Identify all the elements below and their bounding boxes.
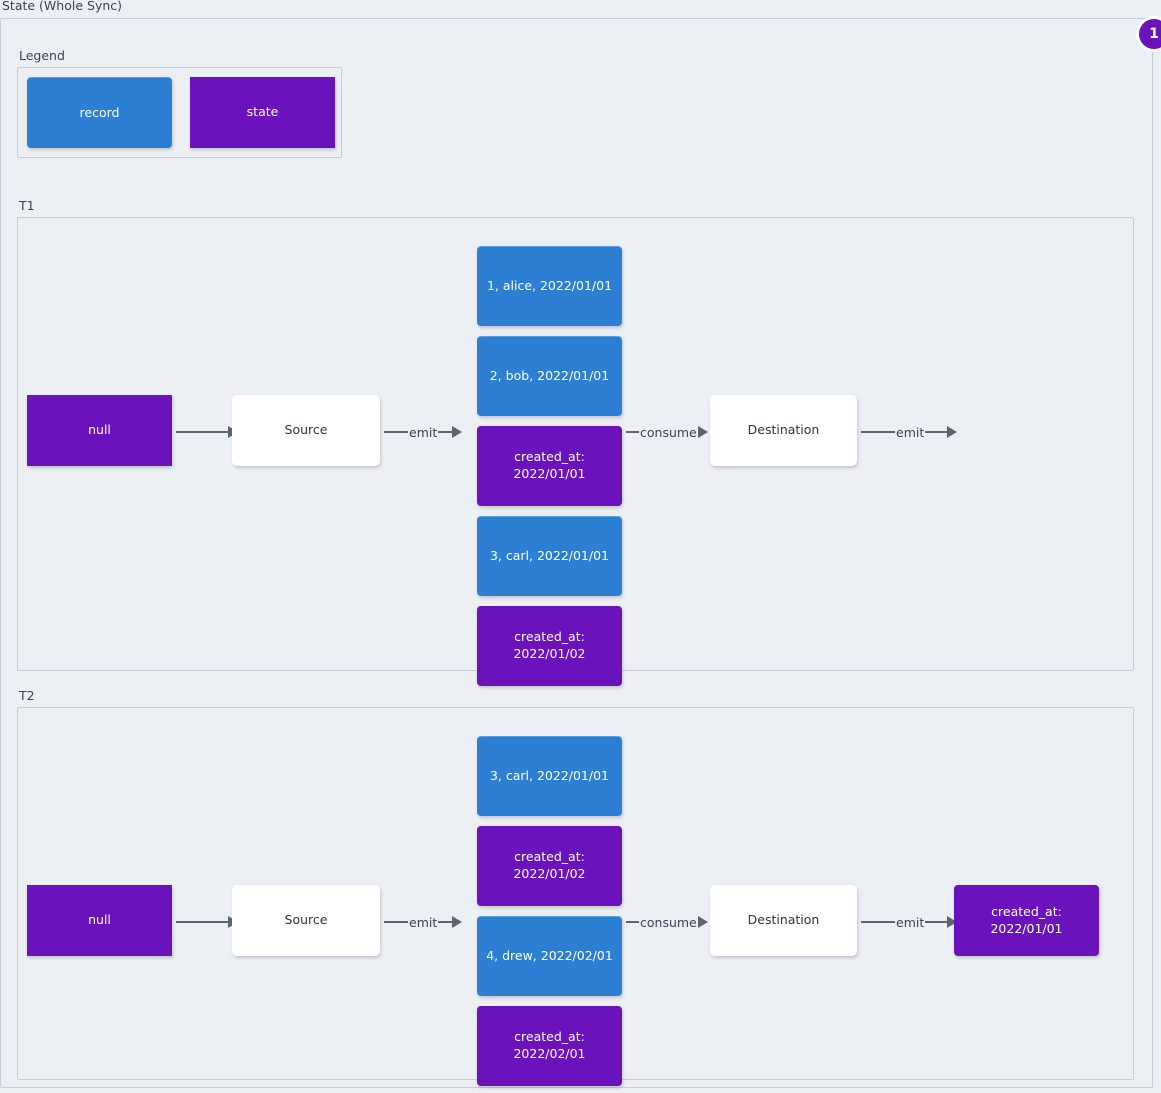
timeline-t1-label: T1 (19, 197, 35, 213)
diagram-frame: 1 Legend record state T1 null Source (0, 15, 1161, 1088)
t2-arrow-destination-emit: emit (861, 913, 958, 931)
t2-stream-item-3-line1: created_at: (514, 1029, 585, 1045)
t2-arrow-consume: consume (626, 913, 708, 931)
page-title: State (Whole Sync) (2, 0, 123, 13)
t1-arrow-source-emit: emit (384, 423, 463, 441)
t1-arrow-destination-emit: emit (861, 423, 958, 441)
t1-consume-label: consume (640, 424, 697, 440)
legend-label: Legend (19, 47, 65, 63)
t1-initial-state: null (27, 395, 172, 466)
legend-box: record state (17, 67, 342, 158)
t1-stream-item-1: 2, bob, 2022/01/01 (477, 336, 622, 416)
t2-stream-item-3-line2: 2022/02/01 (513, 1046, 586, 1061)
t1-stream-item-2-line2: 2022/01/01 (513, 466, 586, 481)
t1-stream-item-2-line1: created_at: (514, 449, 585, 465)
timeline-t2-label: T2 (19, 687, 35, 703)
t1-arrow-consume: consume (626, 423, 708, 441)
arrow-line (626, 431, 639, 433)
t2-stream-item-1-line2: 2022/01/02 (513, 866, 586, 881)
t1-stream-item-4-line2: 2022/01/02 (513, 646, 586, 661)
arrow-head-icon (452, 426, 463, 438)
arrow-head-icon (697, 426, 708, 438)
t2-stream-item-0: 3, carl, 2022/01/01 (477, 736, 622, 816)
t1-stream-item-4: created_at: 2022/01/02 (477, 606, 622, 686)
legend-swatch-state: state (190, 77, 335, 148)
arrow-line (384, 431, 408, 433)
arrow-line (861, 431, 895, 433)
t2-stream-item-2: 4, drew, 2022/02/01 (477, 916, 622, 996)
t1-source-emit-label: emit (409, 424, 438, 440)
arrow-line (384, 921, 408, 923)
arrow-line (438, 921, 453, 923)
t2-consume-label: consume (640, 914, 697, 930)
t1-arrow-state-to-source (176, 423, 238, 441)
t2-source-emit-label: emit (409, 914, 438, 930)
timeline-t1-box: null Source emit 1, alice, 2022/01/01 (17, 217, 1134, 686)
t2-stream-item-3: created_at: 2022/02/01 (477, 1006, 622, 1086)
t2-arrow-source-emit: emit (384, 913, 463, 931)
arrow-head-icon (947, 916, 958, 928)
t2-emitted-state: created_at: 2022/01/01 (954, 885, 1099, 956)
arrow-head-icon (947, 426, 958, 438)
t2-stream-item-1: created_at: 2022/01/02 (477, 826, 622, 906)
t2-destination-emit-label: emit (896, 914, 925, 930)
t2-destination-node: Destination (710, 885, 857, 956)
t1-destination-node: Destination (710, 395, 857, 466)
timeline-t2: T2 null Source emit (17, 687, 1134, 1086)
arrow-line (925, 431, 948, 433)
t2-initial-state: null (27, 885, 172, 956)
t1-stream-item-2: created_at: 2022/01/01 (477, 426, 622, 506)
t2-emitted-state-line2: 2022/01/01 (990, 920, 1063, 936)
timeline-t2-box: null Source emit 3, carl, 2022/01/01 (17, 707, 1134, 1086)
t2-source-node: Source (232, 885, 380, 956)
arrow-head-icon (697, 916, 708, 928)
arrow-head-icon (452, 916, 463, 928)
timeline-t1: T1 null Source emit (17, 197, 1134, 686)
arrow-line (176, 921, 228, 923)
step-badge: 1 (1136, 15, 1161, 52)
t2-emitted-state-line1: created_at: (991, 903, 1062, 919)
t2-arrow-state-to-source (176, 913, 238, 931)
t2-stream-item-1-line1: created_at: (514, 849, 585, 865)
arrow-line (925, 921, 948, 923)
legend-swatch-record: record (27, 77, 172, 148)
t1-stream-item-3: 3, carl, 2022/01/01 (477, 516, 622, 596)
t1-source-node: Source (232, 395, 380, 466)
arrow-line (176, 431, 228, 433)
legend: Legend record state (17, 47, 342, 158)
t1-stream-item-0: 1, alice, 2022/01/01 (477, 246, 622, 326)
arrow-line (438, 431, 453, 433)
arrow-line (861, 921, 895, 923)
arrow-line (626, 921, 639, 923)
t1-destination-emit-label: emit (896, 424, 925, 440)
t1-stream-item-4-line1: created_at: (514, 629, 585, 645)
